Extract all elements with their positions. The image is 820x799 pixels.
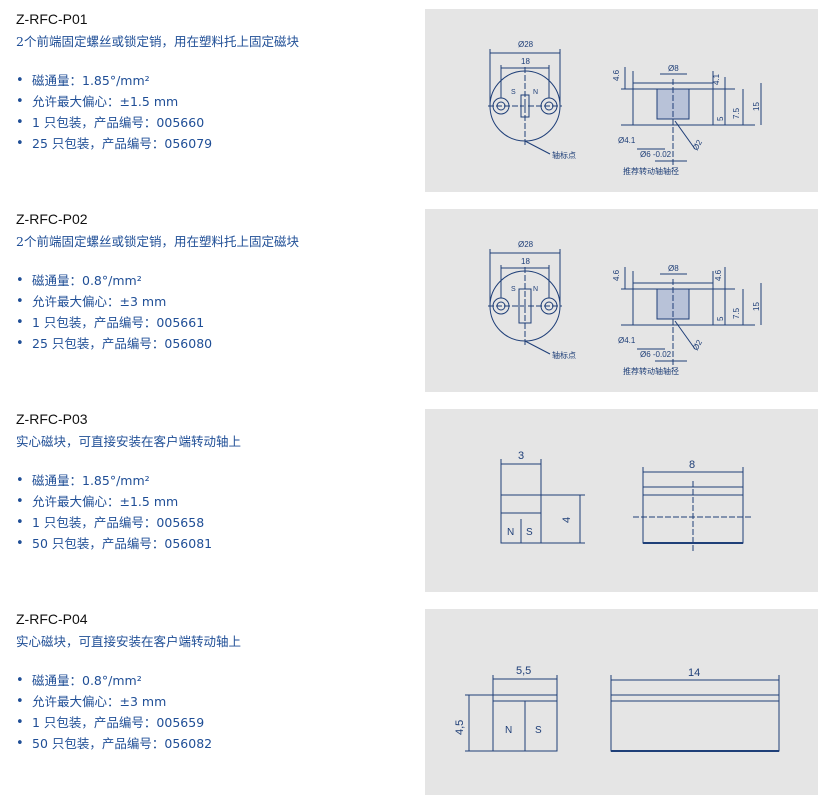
dim-height-5: 15 [752, 102, 761, 111]
dim-height-4: 5 [716, 116, 725, 121]
product-title: Z-RFC-P03 [16, 411, 88, 427]
dim-height-3: 7.5 [732, 107, 741, 119]
pole-s-label: S [535, 725, 542, 736]
dim-height-2: 4.1 [712, 73, 721, 85]
product-description: 实心磁块，可直接安装在客户端转动轴上 [16, 634, 242, 649]
technical-drawing: Ø28 18 S N 轴标点 Ø8 4.6 4.6 7.5 5 15 Ø4.1 … [488, 240, 762, 376]
dim-hole-spacing: 18 [521, 57, 530, 66]
axis-mark-label: 轴标点 [552, 150, 576, 160]
spec-list: 磁通量：1.85°/mm² 允许最大偏心：±1.5 mm 1 只包装，产品编号：… [16, 70, 212, 154]
dim-height-2: 4.6 [714, 269, 723, 281]
dim-shaft: Ø6 -0.02 [640, 150, 672, 159]
spec-bulk-pack: 50 只包装，产品编号：056081 [16, 533, 212, 554]
spec-eccentricity: 允许最大偏心：±3 mm [16, 291, 212, 312]
dim-outer-diameter: Ø28 [518, 240, 534, 249]
product-title: Z-RFC-P02 [16, 211, 88, 227]
spec-flux: 磁通量：1.85°/mm² [16, 470, 212, 491]
dim-height: 4 [561, 517, 573, 523]
shaft-recommendation-label: 推荐转动轴轴径 [623, 166, 679, 176]
dim-outer-diameter: Ø28 [518, 40, 534, 49]
dim-bore: Ø8 [668, 264, 679, 273]
technical-drawing: Ø28 18 S N 轴标点 Ø8 4.6 4.1 7.5 5 15 Ø4.1 … [488, 40, 762, 176]
dim-height: 4,5 [454, 720, 466, 735]
pole-s-label: S [526, 527, 533, 538]
drawing-panel: Ø28 18 S N 轴标点 Ø8 4.6 4.6 7.5 5 15 Ø4.1 … [425, 209, 818, 392]
dim-radius: Ø2 [691, 338, 704, 352]
dim-length: 8 [689, 459, 695, 471]
dim-width: 3 [518, 450, 524, 462]
spec-single-pack: 1 只包装，产品编号：005661 [16, 312, 212, 333]
spec-flux: 磁通量：0.8°/mm² [16, 270, 212, 291]
product-z-rfc-p01: Z-RFC-P01 2个前端固定螺丝或锁定销，用在塑料托上固定磁块 磁通量：1.… [0, 0, 820, 200]
pole-n-label: N [507, 527, 514, 538]
product-description: 实心磁块，可直接安装在客户端转动轴上 [16, 434, 242, 449]
spec-eccentricity: 允许最大偏心：±3 mm [16, 691, 212, 712]
spec-single-pack: 1 只包装，产品编号：005659 [16, 712, 212, 733]
product-description: 2个前端固定螺丝或锁定销，用在塑料托上固定磁块 [16, 34, 299, 49]
spec-bulk-pack: 50 只包装，产品编号：056082 [16, 733, 212, 754]
dim-height-1: 4.6 [612, 69, 621, 81]
product-z-rfc-p04: Z-RFC-P04 实心磁块，可直接安装在客户端转动轴上 磁通量：0.8°/mm… [0, 600, 820, 799]
spec-eccentricity: 允许最大偏心：±1.5 mm [16, 91, 212, 112]
product-z-rfc-p02: Z-RFC-P02 2个前端固定螺丝或锁定销，用在塑料托上固定磁块 磁通量：0.… [0, 200, 820, 400]
drawing-panel: 3 4 8 N S [425, 409, 818, 592]
dim-height-5: 15 [752, 302, 761, 311]
dim-hole-spacing: 18 [521, 257, 530, 266]
product-title: Z-RFC-P01 [16, 11, 88, 27]
pole-s-label: S [511, 286, 516, 293]
dim-hole: Ø4.1 [618, 336, 636, 345]
shaft-recommendation-label: 推荐转动轴轴径 [623, 366, 679, 376]
spec-single-pack: 1 只包装，产品编号：005658 [16, 512, 212, 533]
spec-list: 磁通量：1.85°/mm² 允许最大偏心：±1.5 mm 1 只包装，产品编号：… [16, 470, 212, 554]
pole-n-label: N [505, 725, 512, 736]
spec-flux: 磁通量：0.8°/mm² [16, 670, 212, 691]
dim-width: 5,5 [516, 665, 531, 677]
pole-s-label: S [511, 89, 516, 96]
product-z-rfc-p03: Z-RFC-P03 实心磁块，可直接安装在客户端转动轴上 磁通量：1.85°/m… [0, 400, 820, 600]
drawing-panel: Ø28 18 S N 轴标点 Ø8 4.6 4.1 7.5 5 15 Ø4.1 … [425, 9, 818, 192]
spec-list: 磁通量：0.8°/mm² 允许最大偏心：±3 mm 1 只包装，产品编号：005… [16, 670, 212, 754]
spec-single-pack: 1 只包装，产品编号：005660 [16, 112, 212, 133]
product-title: Z-RFC-P04 [16, 611, 88, 627]
dim-height-4: 5 [716, 316, 725, 321]
spec-eccentricity: 允许最大偏心：±1.5 mm [16, 491, 212, 512]
pole-n-label: N [533, 89, 538, 96]
dim-hole: Ø4.1 [618, 136, 636, 145]
dim-bore: Ø8 [668, 64, 679, 73]
dim-shaft: Ø6 -0.02 [640, 350, 672, 359]
technical-drawing: 5,5 4,5 14 N S [454, 665, 780, 752]
spec-bulk-pack: 25 只包装，产品编号：056079 [16, 133, 212, 154]
dim-height-3: 7.5 [732, 307, 741, 319]
spec-list: 磁通量：0.8°/mm² 允许最大偏心：±3 mm 1 只包装，产品编号：005… [16, 270, 212, 354]
pole-n-label: N [533, 286, 538, 293]
drawing-panel: 5,5 4,5 14 N S [425, 609, 818, 795]
dim-height-1: 4.6 [612, 269, 621, 281]
technical-drawing: 3 4 8 N S [500, 450, 753, 551]
spec-flux: 磁通量：1.85°/mm² [16, 70, 212, 91]
dim-length: 14 [688, 667, 700, 679]
axis-mark-label: 轴标点 [552, 350, 576, 360]
dim-radius: Ø2 [691, 138, 704, 152]
product-description: 2个前端固定螺丝或锁定销，用在塑料托上固定磁块 [16, 234, 299, 249]
spec-bulk-pack: 25 只包装，产品编号：056080 [16, 333, 212, 354]
